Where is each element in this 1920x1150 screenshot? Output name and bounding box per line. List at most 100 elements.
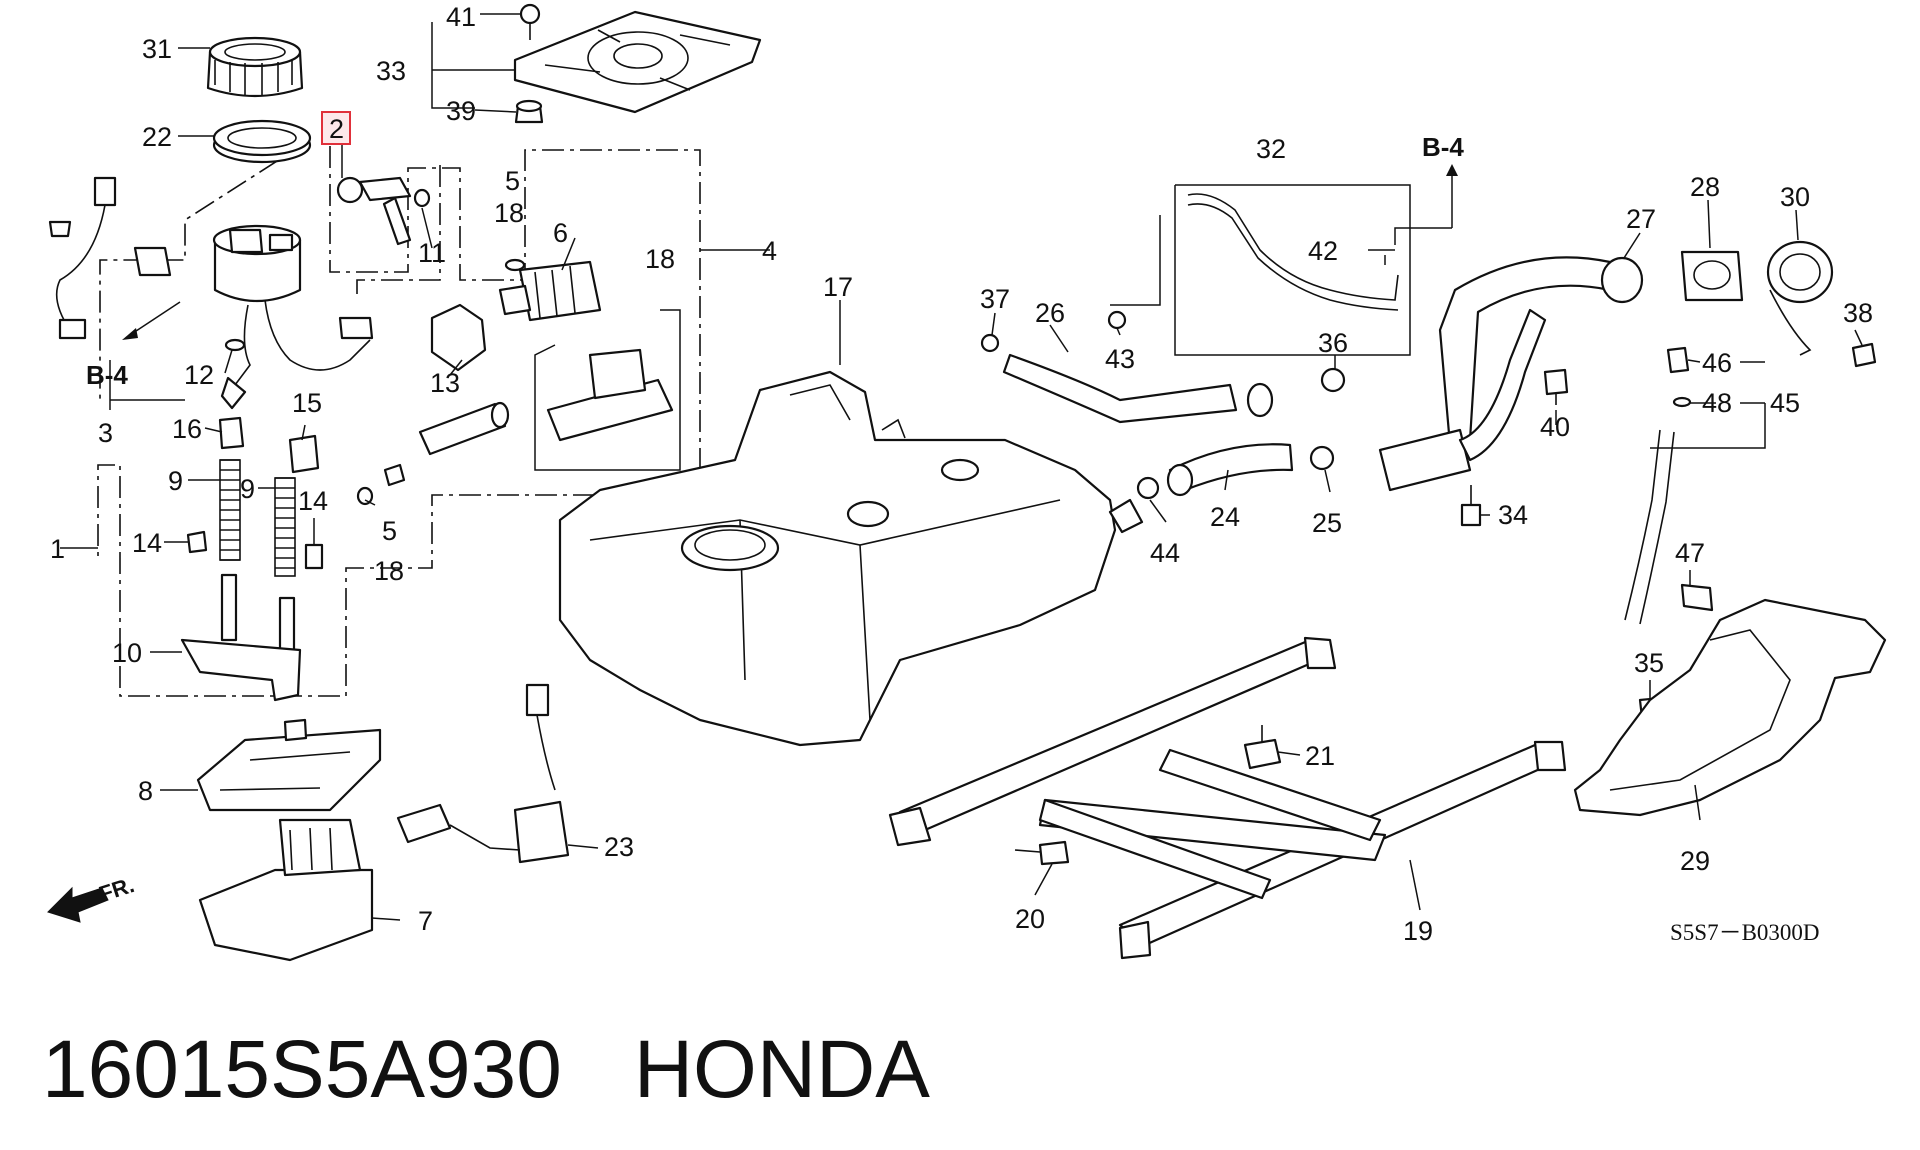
callout-42: 42	[1308, 236, 1338, 266]
leader-lines	[60, 13, 1863, 921]
screw-41	[519, 3, 541, 40]
callout-18-upper: 18	[494, 198, 524, 228]
callout-labels: 31 22 2 41 33 39 5 18 6 11 4 18 17 32 42…	[50, 2, 1873, 946]
regulator-2	[336, 176, 431, 246]
clamps	[980, 310, 1346, 500]
pump-bracket-10	[180, 573, 302, 702]
callout-19: 19	[1403, 916, 1433, 946]
ref-arrowhead-right	[1446, 164, 1458, 176]
access-cover-33	[513, 10, 762, 114]
grommet-12	[224, 338, 246, 352]
callout-41: 41	[446, 2, 476, 32]
callout-14-left: 14	[132, 528, 162, 558]
fr-label: FR.	[96, 872, 137, 907]
exploded-parts-diagram: 31 22 2 41 33 39 5 18 6 11 4 18 17 32 42…	[47, 2, 1887, 962]
callout-17: 17	[823, 272, 853, 302]
callout-47: 47	[1675, 538, 1705, 568]
clip-46	[1666, 346, 1690, 374]
box-18	[534, 309, 681, 471]
callout-35: 35	[1634, 648, 1664, 678]
bolt-34	[1460, 485, 1482, 527]
cover-8	[196, 718, 382, 812]
ref-b4-right: B-4	[1422, 132, 1464, 162]
callout-2: 2	[329, 114, 344, 144]
fuel-line-box-32	[1110, 184, 1411, 356]
callout-14-right: 14	[298, 486, 328, 516]
clip-15	[288, 434, 320, 474]
clamp-47	[1680, 583, 1714, 612]
callout-11: 11	[418, 238, 446, 268]
bracket-16	[218, 416, 245, 450]
washer-5-upper	[504, 258, 526, 272]
callout-36: 36	[1318, 328, 1348, 358]
callout-12: 12	[184, 360, 214, 390]
callout-43: 43	[1105, 344, 1135, 374]
callout-1: 1	[50, 534, 65, 564]
callout-46: 46	[1702, 348, 1732, 378]
highlight-box	[321, 111, 351, 145]
callout-39: 39	[446, 96, 476, 126]
callout-32: 32	[1256, 134, 1286, 164]
filler-pipe-27	[1378, 256, 1644, 492]
springs-9	[219, 459, 296, 577]
hose-26	[1002, 353, 1274, 424]
callout-27: 27	[1626, 204, 1656, 234]
brand-name: HONDA	[633, 1024, 930, 1115]
washer-5-lower	[356, 486, 374, 506]
bolt-38	[1851, 342, 1877, 368]
callout-45: 45	[1770, 388, 1800, 418]
front-direction-arrow	[47, 886, 109, 923]
ref-arrowhead-left	[122, 328, 138, 340]
breather-hose-45	[1624, 429, 1675, 625]
callout-18-lower: 18	[374, 556, 404, 586]
callout-3: 3	[98, 418, 113, 448]
callout-24: 24	[1210, 502, 1240, 532]
callout-10: 10	[112, 638, 142, 668]
washer-48	[1672, 396, 1692, 408]
callout-31: 31	[142, 34, 172, 64]
bolt-40	[1543, 368, 1569, 405]
callout-18-box: 18	[645, 244, 675, 274]
ref-arrow-left	[129, 301, 181, 336]
fuel-filter-6	[498, 260, 602, 322]
callout-25: 25	[1312, 508, 1342, 538]
heat-shield-29	[1573, 598, 1887, 817]
callout-6: 6	[553, 218, 568, 248]
diagram-code: S5S7－B0300D	[1670, 920, 1820, 945]
cover-7	[198, 818, 374, 962]
callout-23: 23	[604, 832, 634, 862]
callout-4: 4	[762, 236, 777, 266]
fuel-tank-17	[558, 370, 1144, 747]
callout-9-right: 9	[240, 474, 255, 504]
callout-5-upper: 5	[505, 166, 520, 196]
bracket-13	[430, 303, 487, 372]
callout-20: 20	[1015, 904, 1045, 934]
bolt-21	[1243, 725, 1282, 770]
harness-left	[48, 176, 172, 340]
callout-13: 13	[430, 368, 460, 398]
callout-44: 44	[1150, 538, 1180, 568]
callout-9-left: 9	[168, 466, 183, 496]
sender-unit-23	[396, 683, 570, 864]
grommet-39	[514, 99, 544, 124]
callout-33: 33	[376, 56, 406, 86]
callout-22: 22	[142, 122, 172, 152]
callout-29: 29	[1680, 846, 1710, 876]
part-number: 16015S5A930	[42, 1024, 562, 1115]
seal-ring-22	[212, 119, 312, 164]
caps-14	[186, 530, 324, 570]
pump-module-upper	[212, 224, 374, 410]
fuel-lines-32	[1187, 193, 1399, 311]
ref-line-right	[1394, 227, 1452, 245]
callout-37: 37	[980, 284, 1010, 314]
callout-48: 48	[1702, 388, 1732, 418]
callout-8: 8	[138, 776, 153, 806]
callout-5-lower: 5	[382, 516, 397, 546]
fuel-pump-motor	[383, 401, 510, 487]
fuel-cap-30	[1766, 240, 1834, 356]
filler-base-28	[1680, 250, 1744, 302]
callout-21: 21	[1305, 741, 1335, 771]
tank-strap-19	[888, 636, 1567, 960]
hose-24	[1166, 443, 1294, 497]
callout-30: 30	[1780, 182, 1810, 212]
